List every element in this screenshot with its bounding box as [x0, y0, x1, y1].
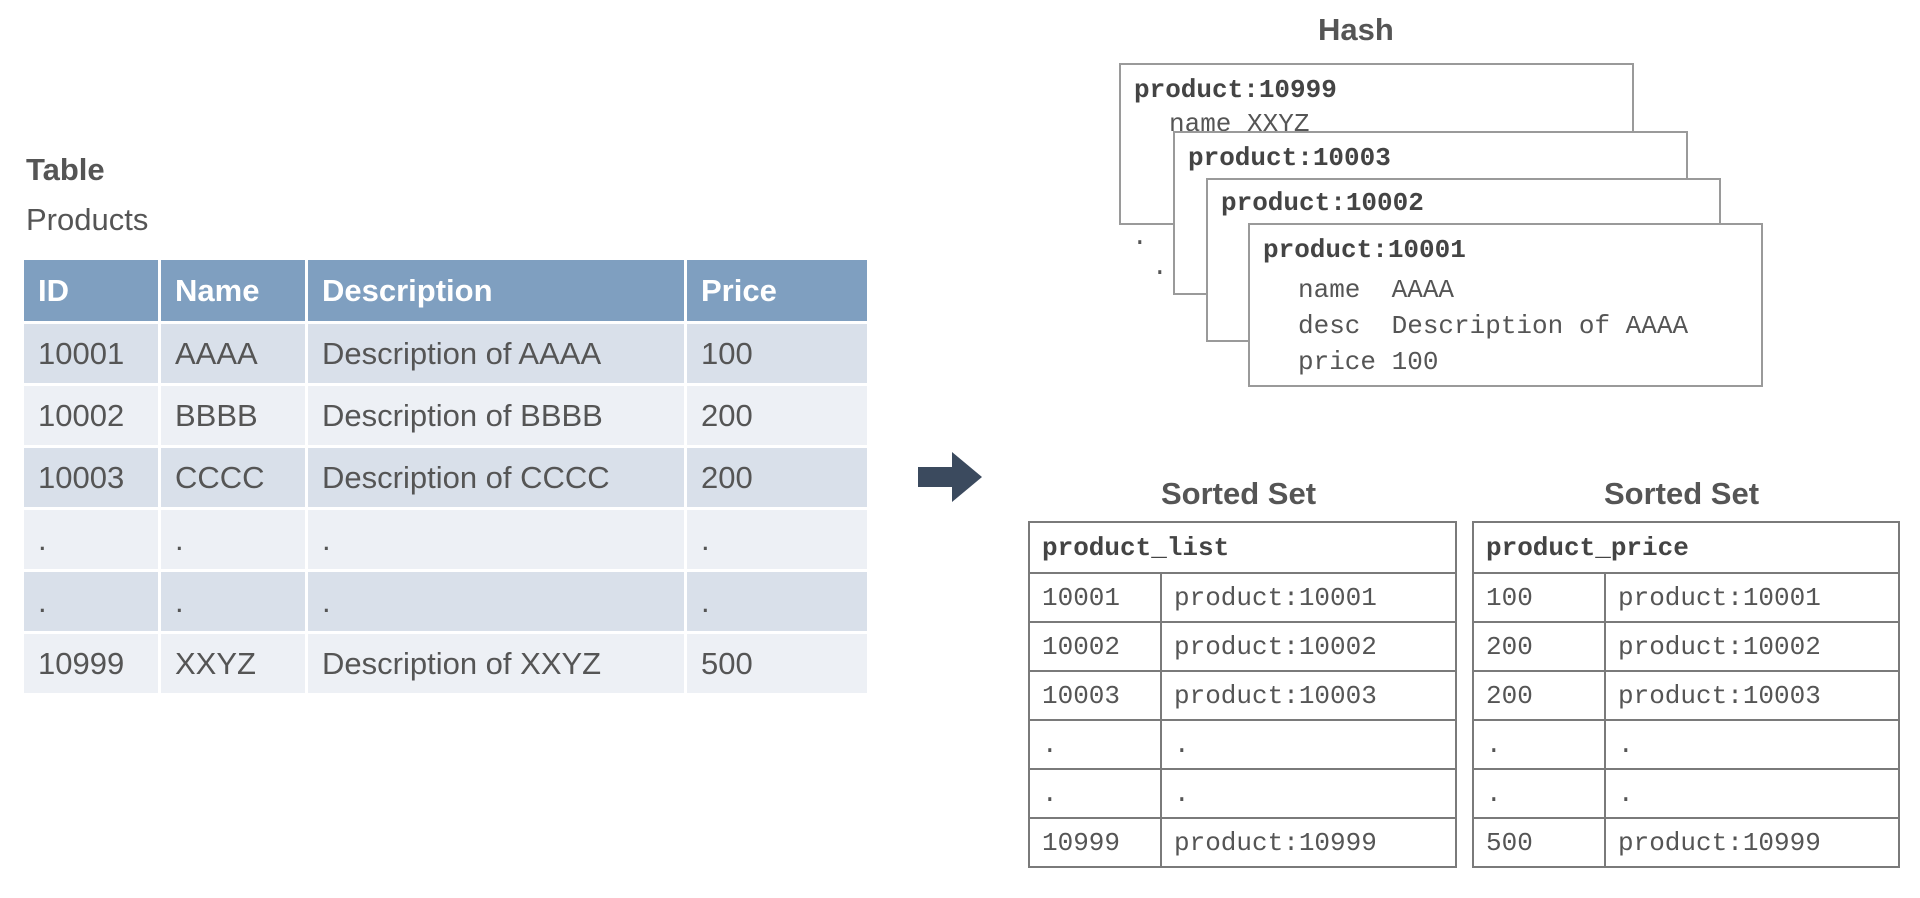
cell-price: 500: [687, 634, 867, 696]
cell-id: .: [24, 572, 158, 634]
score-cell: 10002: [1028, 621, 1162, 672]
score-cell: 100: [1472, 572, 1606, 623]
right-arrow-icon: [918, 452, 982, 502]
cell-name: BBBB: [161, 386, 305, 448]
products-table: ID Name Description Price 10001 AAAA Des…: [21, 260, 870, 696]
cell-id: 10003: [24, 448, 158, 510]
column-header-name: Name: [161, 260, 305, 324]
ellipsis-dot: .: [1152, 252, 1168, 282]
cell-id: 10001: [24, 324, 158, 386]
member-cell: product:10002: [1160, 621, 1457, 672]
table-row: 10999 XXYZ Description of XXYZ 500: [24, 634, 867, 696]
cell-id: 10002: [24, 386, 158, 448]
sorted-set-key: product_price: [1472, 521, 1900, 574]
hash-field-name: name AAAA: [1298, 275, 1455, 305]
hash-field-price: price 100: [1298, 347, 1439, 377]
member-cell: product:10001: [1160, 572, 1457, 623]
member-cell: product:10999: [1604, 817, 1900, 868]
cell-id: .: [24, 510, 158, 572]
cell-name: .: [161, 510, 305, 572]
member-cell: .: [1160, 768, 1457, 819]
sorted-set-heading: Sorted Set: [1161, 476, 1317, 511]
table-heading: Table: [26, 152, 105, 187]
cell-price: .: [687, 572, 867, 634]
member-cell: product:10003: [1160, 670, 1457, 721]
hash-key: product:10003: [1188, 143, 1391, 173]
table-row: ..: [1028, 768, 1457, 819]
cell-price: 200: [687, 386, 867, 448]
hash-field-desc: desc Description of AAAA: [1298, 311, 1689, 341]
cell-price: 100: [687, 324, 867, 386]
score-cell: 10003: [1028, 670, 1162, 721]
score-cell: .: [1028, 719, 1162, 770]
cell-price: .: [687, 510, 867, 572]
cell-description: Description of BBBB: [308, 386, 684, 448]
score-cell: 500: [1472, 817, 1606, 868]
cell-price: 200: [687, 448, 867, 510]
cell-description: .: [308, 572, 684, 634]
table-row: ..: [1472, 719, 1900, 770]
sorted-set-heading: Sorted Set: [1604, 476, 1760, 511]
score-cell: 200: [1472, 670, 1606, 721]
hash-heading: Hash: [1318, 12, 1394, 47]
table-row: ..: [1028, 719, 1457, 770]
column-header-description: Description: [308, 260, 684, 324]
score-cell: .: [1028, 768, 1162, 819]
cell-description: .: [308, 510, 684, 572]
cell-description: Description of AAAA: [308, 324, 684, 386]
table-name: Products: [26, 202, 149, 237]
cell-description: Description of CCCC: [308, 448, 684, 510]
products-table-header-row: ID Name Description Price: [24, 260, 867, 324]
cell-id: 10999: [24, 634, 158, 696]
cell-name: AAAA: [161, 324, 305, 386]
table-row: 10003 CCCC Description of CCCC 200: [24, 448, 867, 510]
hash-key: product:10001: [1263, 235, 1466, 265]
table-row: . . . .: [24, 510, 867, 572]
column-header-price: Price: [687, 260, 867, 324]
ellipsis-dot: .: [1132, 222, 1148, 252]
member-cell: .: [1160, 719, 1457, 770]
cell-name: .: [161, 572, 305, 634]
table-row: 10001 AAAA Description of AAAA 100: [24, 324, 867, 386]
score-cell: 10001: [1028, 572, 1162, 623]
sorted-set-key: product_list: [1028, 521, 1457, 574]
hash-key: product:10002: [1221, 188, 1424, 218]
score-cell: .: [1472, 768, 1606, 819]
column-header-id: ID: [24, 260, 158, 324]
member-cell: product:10003: [1604, 670, 1900, 721]
member-cell: .: [1604, 768, 1900, 819]
table-row: 10002 BBBB Description of BBBB 200: [24, 386, 867, 448]
table-row: ..: [1472, 768, 1900, 819]
hash-key: product:10999: [1134, 75, 1337, 105]
table-row: . . . .: [24, 572, 867, 634]
hash-card-product-10001: product:10001 name AAAA desc Description…: [1248, 223, 1763, 387]
member-cell: product:10001: [1604, 572, 1900, 623]
cell-description: Description of XXYZ: [308, 634, 684, 696]
member-cell: .: [1604, 719, 1900, 770]
member-cell: product:10999: [1160, 817, 1457, 868]
member-cell: product:10002: [1604, 621, 1900, 672]
score-cell: 10999: [1028, 817, 1162, 868]
cell-name: CCCC: [161, 448, 305, 510]
cell-name: XXYZ: [161, 634, 305, 696]
score-cell: .: [1472, 719, 1606, 770]
score-cell: 200: [1472, 621, 1606, 672]
